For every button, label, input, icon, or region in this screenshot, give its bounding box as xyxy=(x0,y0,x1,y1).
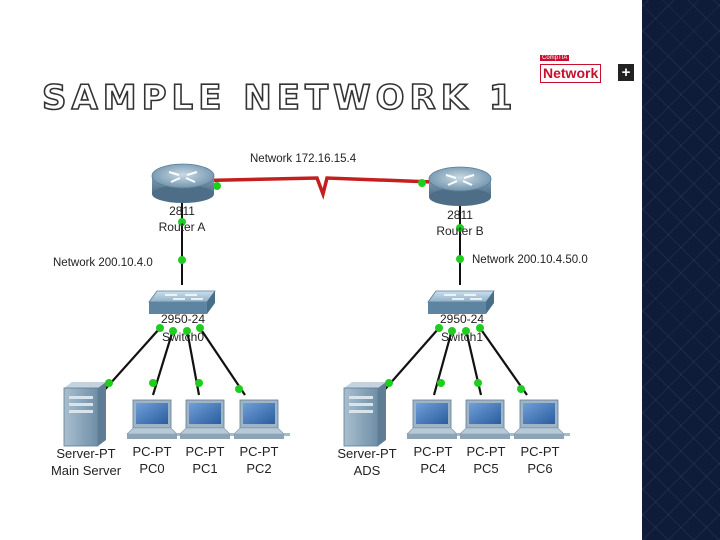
server-ads-type: Server-PT xyxy=(337,446,396,461)
pc6-name: PC6 xyxy=(527,461,552,476)
network-diagram: Network 172.16.15.4 xyxy=(51,153,588,478)
pc0-name: PC0 xyxy=(139,461,164,476)
wan-serial-link xyxy=(182,176,459,200)
logo-brand-top: CompTIA xyxy=(540,55,570,61)
pc2-name: PC2 xyxy=(246,461,271,476)
router-b[interactable] xyxy=(428,166,492,207)
server-main-type: Server-PT xyxy=(56,446,115,461)
router-b-name: Router B xyxy=(436,224,483,238)
logo-brand-main: Network xyxy=(540,64,602,83)
pc4[interactable] xyxy=(406,399,464,440)
pc5-type: PC-PT xyxy=(467,444,506,459)
router-b-model: 2811 xyxy=(447,208,473,222)
lan-label-a: Network 200.10.4.0 xyxy=(53,257,153,269)
pc2-type: PC-PT xyxy=(240,444,279,459)
server-main[interactable] xyxy=(63,381,107,447)
pc1[interactable] xyxy=(179,399,237,440)
server-main-name: Main Server xyxy=(51,463,122,478)
switch1-model: 2950-24 xyxy=(440,312,484,326)
slide-title: SAMPLE NETWORK 1 xyxy=(41,77,518,119)
pc6[interactable] xyxy=(513,399,571,440)
pc1-type: PC-PT xyxy=(186,444,225,459)
comptia-network-plus-logo: CompTIA Network + xyxy=(538,55,634,83)
switch0-name: Switch0 xyxy=(162,330,204,344)
logo-plus-icon: + xyxy=(618,64,634,81)
pc0[interactable] xyxy=(126,399,184,440)
lan-label-b: Network 200.10.4.50.0 xyxy=(472,254,588,266)
router-a[interactable] xyxy=(151,163,215,204)
switch1-name: Switch1 xyxy=(441,330,483,344)
switch1[interactable] xyxy=(427,290,495,315)
router-a-model: 2811 xyxy=(169,204,195,218)
switch1-cables xyxy=(379,327,528,396)
pc4-type: PC-PT xyxy=(414,444,453,459)
port-status-lights xyxy=(105,179,525,393)
switch0[interactable] xyxy=(148,290,216,315)
pc2[interactable] xyxy=(233,399,291,440)
pc0-type: PC-PT xyxy=(133,444,172,459)
server-ads-name: ADS xyxy=(354,463,381,478)
router-a-name: Router A xyxy=(159,220,206,234)
pc4-name: PC4 xyxy=(420,461,445,476)
decorative-side-panel xyxy=(642,0,720,540)
switch0-model: 2950-24 xyxy=(161,312,205,326)
pc5-name: PC5 xyxy=(473,461,498,476)
wan-network-label: Network 172.16.15.4 xyxy=(250,153,357,165)
server-ads[interactable] xyxy=(343,381,387,447)
pc6-type: PC-PT xyxy=(521,444,560,459)
pc1-name: PC1 xyxy=(192,461,217,476)
pc5[interactable] xyxy=(459,399,517,440)
